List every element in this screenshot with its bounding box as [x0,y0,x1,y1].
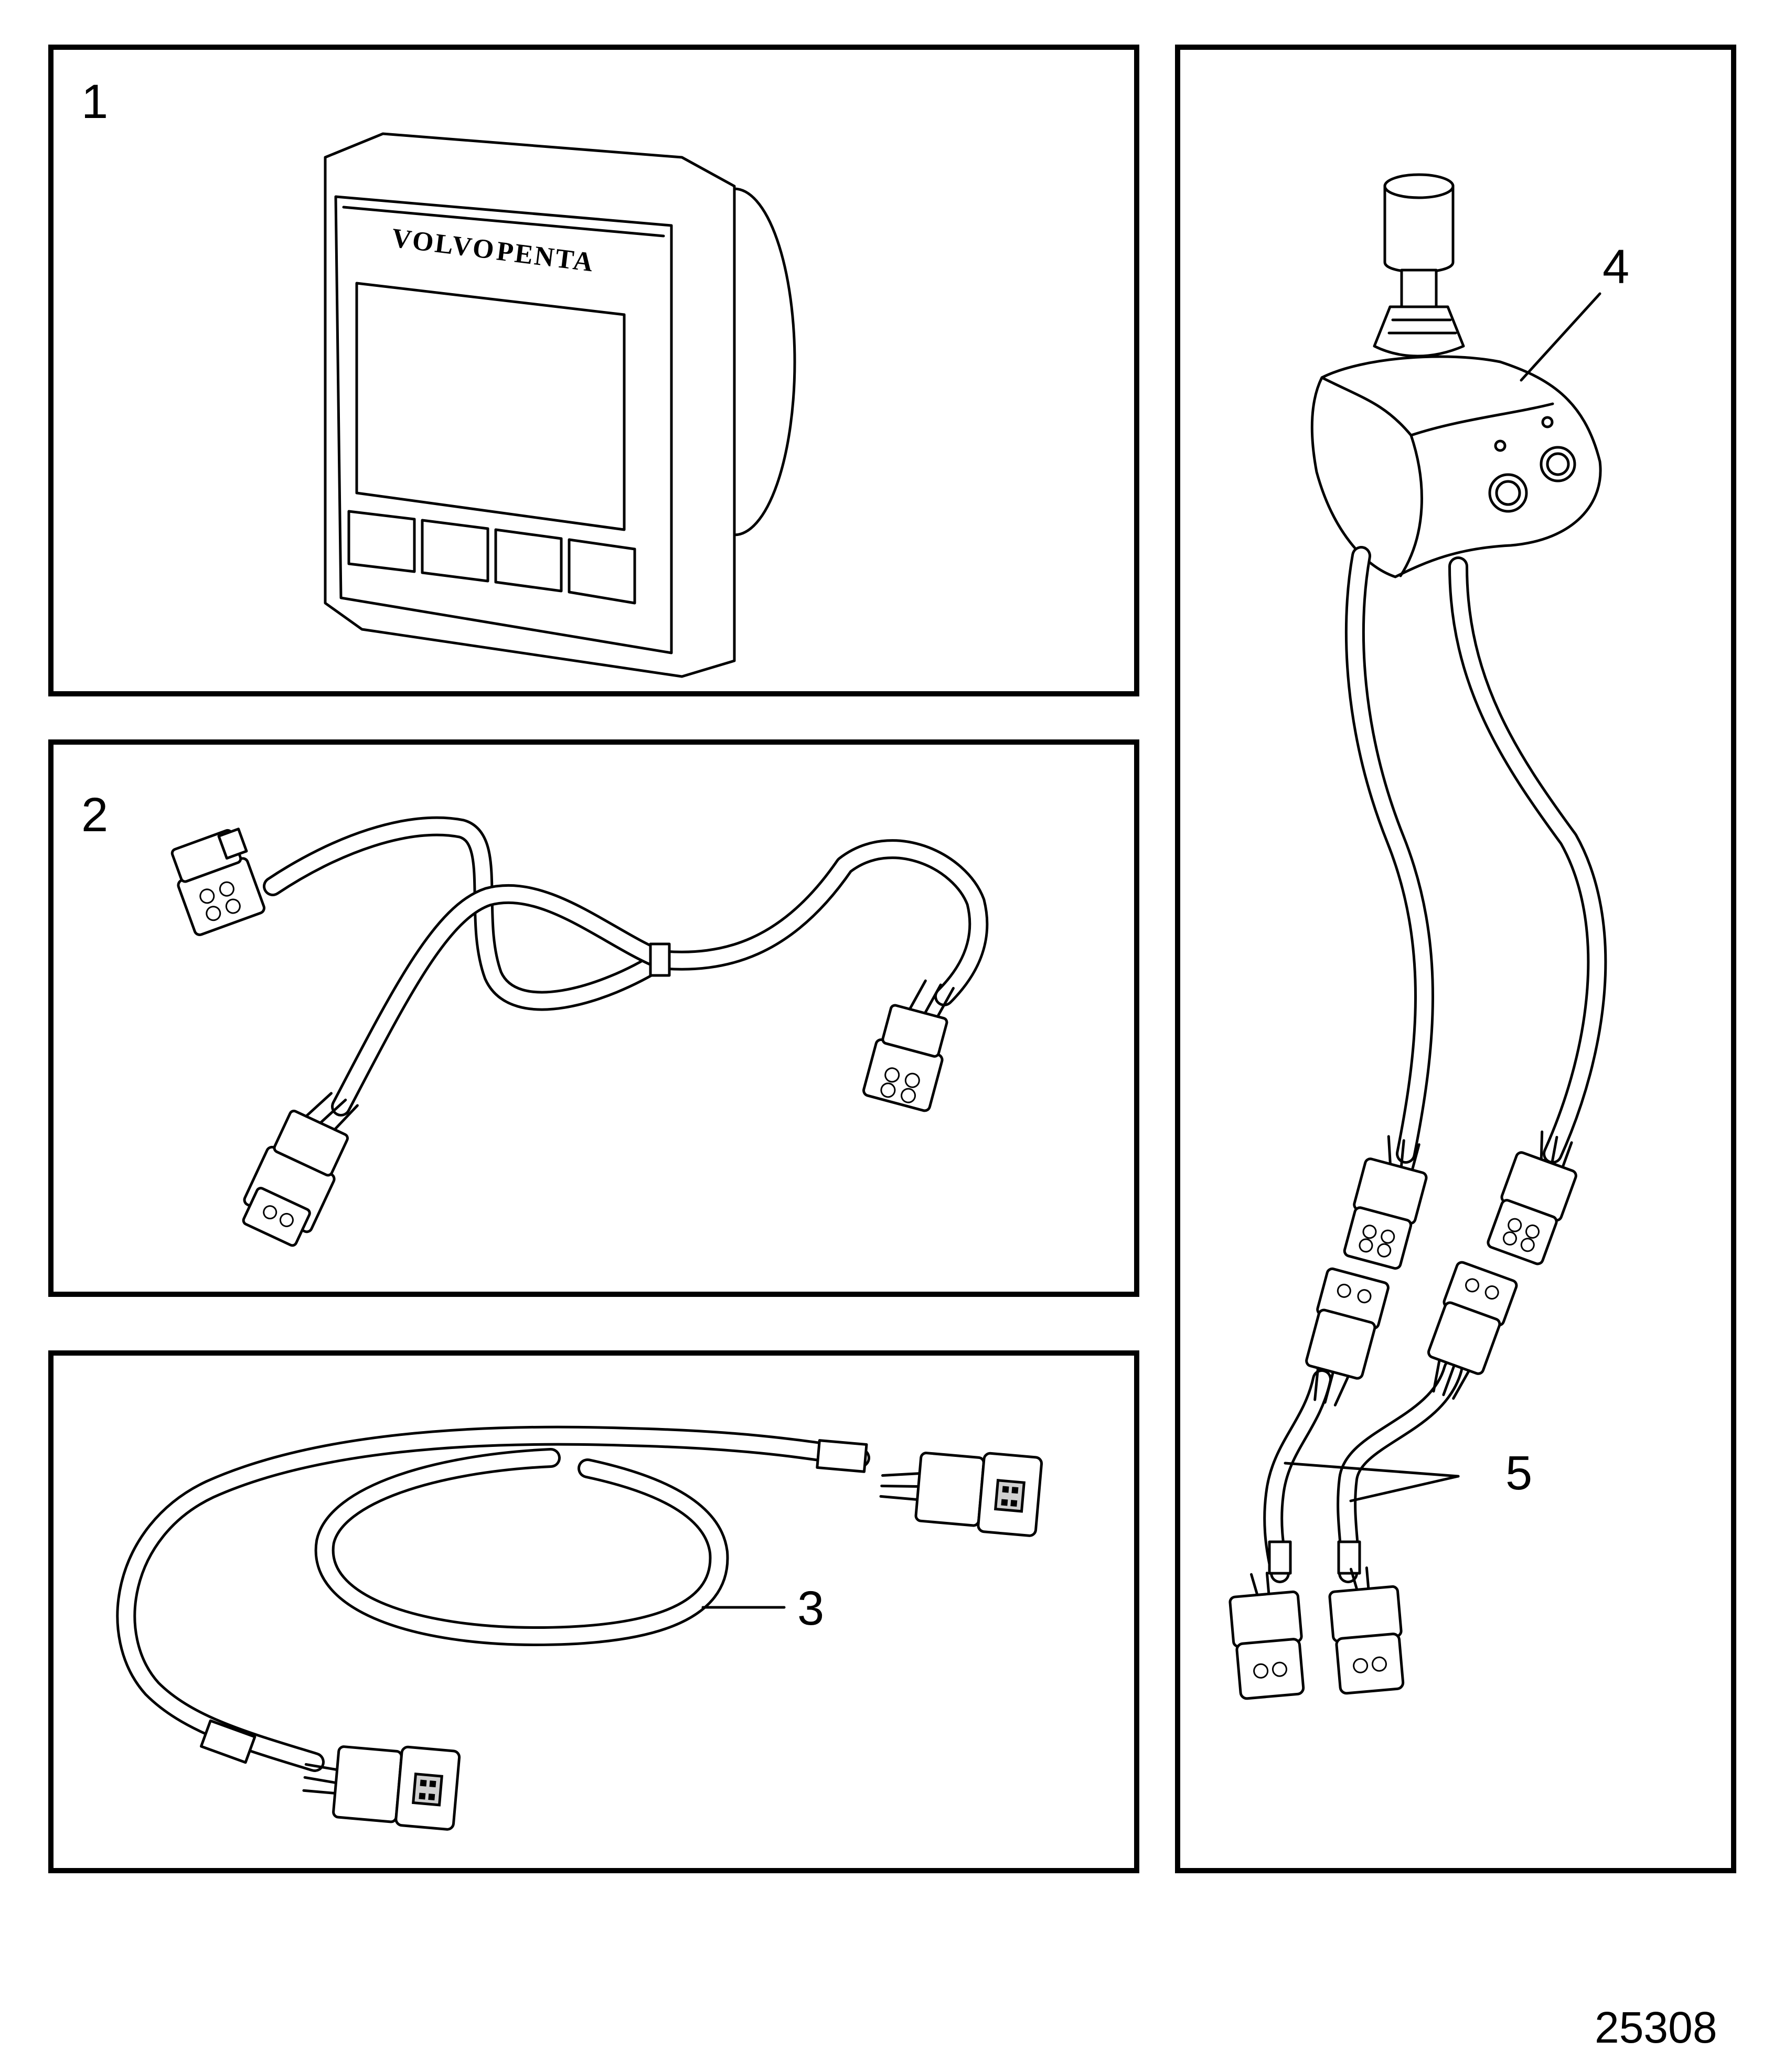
panel-1-label: 1 [81,75,108,128]
joystick-icon [1310,173,1607,1164]
connector-icon [879,1452,1043,1537]
callout-4-leader [1520,292,1601,382]
panel-5-label: 5 [1505,1446,1532,1500]
connector-icon [170,828,265,937]
extension-cable-icon [116,1425,870,1772]
panel-2-frame [48,739,1139,1297]
connector-icon [862,979,955,1112]
connector-icon [1427,1261,1518,1400]
panel-2-label: 2 [81,788,108,842]
soft-key-1 [347,510,416,573]
panel-3-label: 3 [797,1582,824,1635]
connector-icon [1305,1267,1390,1407]
callout-5-leader-b [1349,1475,1460,1502]
callout-5-leader-a [1284,1462,1460,1478]
connector-icon [1228,1572,1305,1700]
soft-key-2 [421,519,489,583]
joystick-button-right [1540,446,1576,482]
display-unit-icon: VOLVO PENTA [324,132,796,678]
joystick-button-left [1488,473,1528,513]
connector-icon [1328,1566,1405,1695]
panel-4-label: 4 [1603,240,1629,294]
connector-icon [1343,1135,1428,1270]
connector-icon [242,1092,359,1247]
soft-key-3 [494,528,563,593]
figure-code: 25308 [1595,2003,1717,2052]
y-cable-icon [263,816,989,1116]
soft-key-4 [568,538,636,605]
adapter-cable-icon [1263,1359,1463,1583]
connector-icon [302,1745,461,1831]
connector-icon [1487,1130,1577,1265]
